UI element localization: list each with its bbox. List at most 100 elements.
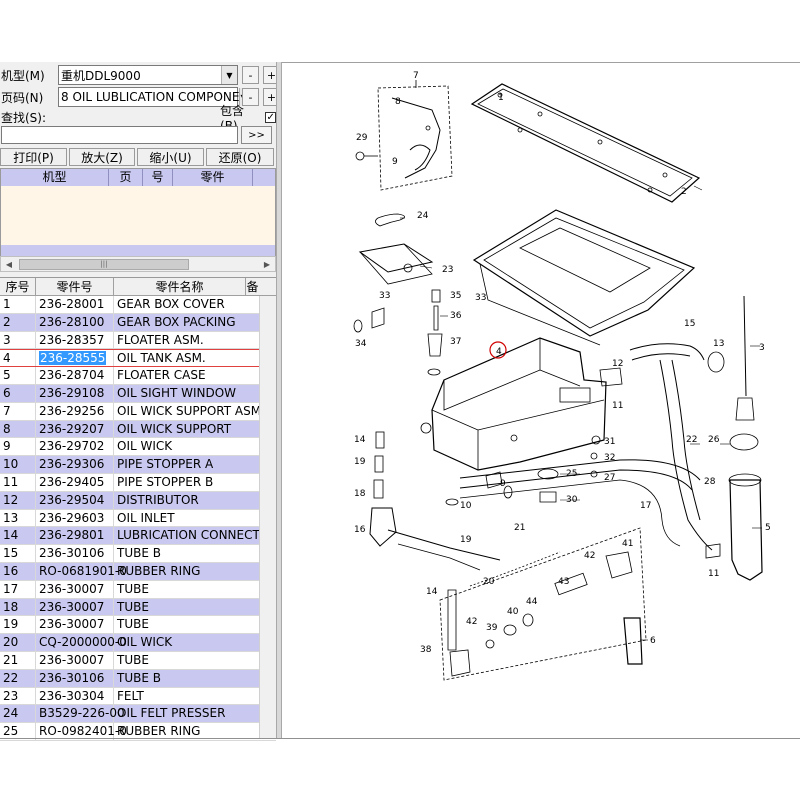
part-15-tube <box>629 343 725 373</box>
search-input[interactable] <box>1 126 238 144</box>
part-5-floater-case <box>728 473 763 581</box>
model-search-grid[interactable]: 机型 页 号 零件 <box>0 168 276 264</box>
page-select[interactable]: 8 OIL LUBLICATION COMPONE ▼ <box>58 87 247 107</box>
grid1-col-model[interactable]: 机型 <box>1 169 109 186</box>
horizontal-scrollbar[interactable]: ◀ ||| ▶ <box>0 256 276 272</box>
cell-part-name: RUBBER RING <box>117 563 201 578</box>
page-prev-button[interactable]: - <box>242 88 259 106</box>
cell-seq: 18 <box>0 598 36 616</box>
cell-part-name: PIPE STOPPER B <box>117 474 214 489</box>
part-2-gasket <box>472 209 696 346</box>
callout-4: 4 <box>496 347 502 357</box>
cell-part-number-text: 236-29603 <box>39 510 105 525</box>
print-button[interactable]: 打印(P) <box>0 148 67 166</box>
zoom-in-button[interactable]: 放大(Z) <box>69 148 135 166</box>
contains-checkbox[interactable]: ✓ <box>265 111 276 123</box>
col-remark[interactable]: 备 <box>246 280 259 294</box>
cell-part-number-text: 236-29405 <box>39 474 105 489</box>
cell-seq: 12 <box>0 491 36 509</box>
cell-part-name: LUBRICATION CONNECT <box>117 528 260 543</box>
callout-36: 36 <box>450 311 462 321</box>
restore-button[interactable]: 还原(O) <box>206 148 274 166</box>
scroll-thumb[interactable]: ||| <box>19 259 189 270</box>
col-part-name[interactable]: 零件名称 <box>114 278 246 295</box>
callout-37: 37 <box>450 337 461 347</box>
callout-19: 19 <box>354 457 366 467</box>
callout-10: 10 <box>460 501 472 511</box>
grid1-col-part[interactable]: 零件 <box>173 169 253 186</box>
parts-9-13 <box>445 367 721 559</box>
grid1-col-extra <box>253 169 275 186</box>
zoom-out-button[interactable]: 缩小(U) <box>137 148 204 166</box>
scroll-left-icon[interactable]: ◀ <box>5 260 13 269</box>
toolbar: 打印(P) 放大(Z) 缩小(U) 还原(O) <box>0 148 276 166</box>
page-select-value: 8 OIL LUBLICATION COMPONE <box>61 90 240 104</box>
cell-seq: 11 <box>0 473 36 491</box>
cell-part-name: TUBE B <box>117 670 161 685</box>
grid1-col-no[interactable]: 号 <box>143 169 173 186</box>
cell-part-number: RO-0982401-0 <box>36 723 127 740</box>
cell-part-number: 236-29801 <box>36 527 114 545</box>
search-go-button[interactable]: >> <box>241 126 272 144</box>
callout-18: 18 <box>354 489 366 499</box>
exploded-diagram[interactable]: 7 1 2 29 8 9 24 23 35 36 37 33 34 33 4 1… <box>283 66 800 738</box>
cell-seq: 8 <box>0 420 36 438</box>
callout-42: 42 <box>584 551 595 561</box>
cell-part-number-text: 236-29108 <box>39 385 105 400</box>
panel-splitter[interactable] <box>276 62 282 738</box>
grid1-col-page[interactable]: 页 <box>109 169 143 186</box>
vertical-scrollbar[interactable] <box>259 296 276 739</box>
col-seq[interactable]: 序号 <box>0 278 36 295</box>
chevron-down-icon[interactable]: ▼ <box>221 66 237 84</box>
callout-26: 26 <box>708 435 720 445</box>
cell-part-name: TUBE <box>117 581 149 596</box>
model-prev-button[interactable]: - <box>242 66 259 84</box>
col-part-number[interactable]: 零件号 <box>36 278 114 295</box>
model-select[interactable]: 重机DDL9000 ▼ <box>58 65 238 85</box>
cell-part-number-text: 236-30007 <box>39 617 105 632</box>
cell-seq: 6 <box>0 384 36 402</box>
callout-12: 12 <box>612 359 623 369</box>
callout-43: 43 <box>558 577 569 587</box>
cell-seq: 10 <box>0 456 36 473</box>
cell-part-number: B3529-226-00 <box>36 705 125 723</box>
cell-part-name: TUBE <box>117 617 149 632</box>
scroll-right-icon[interactable]: ▶ <box>263 260 271 269</box>
cell-part-number: 236-28555 <box>36 350 114 367</box>
callout-3: 3 <box>759 343 765 353</box>
cell-part-number-text: 236-30007 <box>39 581 105 596</box>
part-4-oil-tank <box>420 337 607 471</box>
cell-part-number-text: RO-0681901-0 <box>39 563 127 578</box>
cell-part-name: FELT <box>117 688 144 703</box>
callout-11-b: 11 <box>708 569 719 579</box>
callout-29: 29 <box>356 133 368 143</box>
selected-part-highlight <box>489 341 507 359</box>
